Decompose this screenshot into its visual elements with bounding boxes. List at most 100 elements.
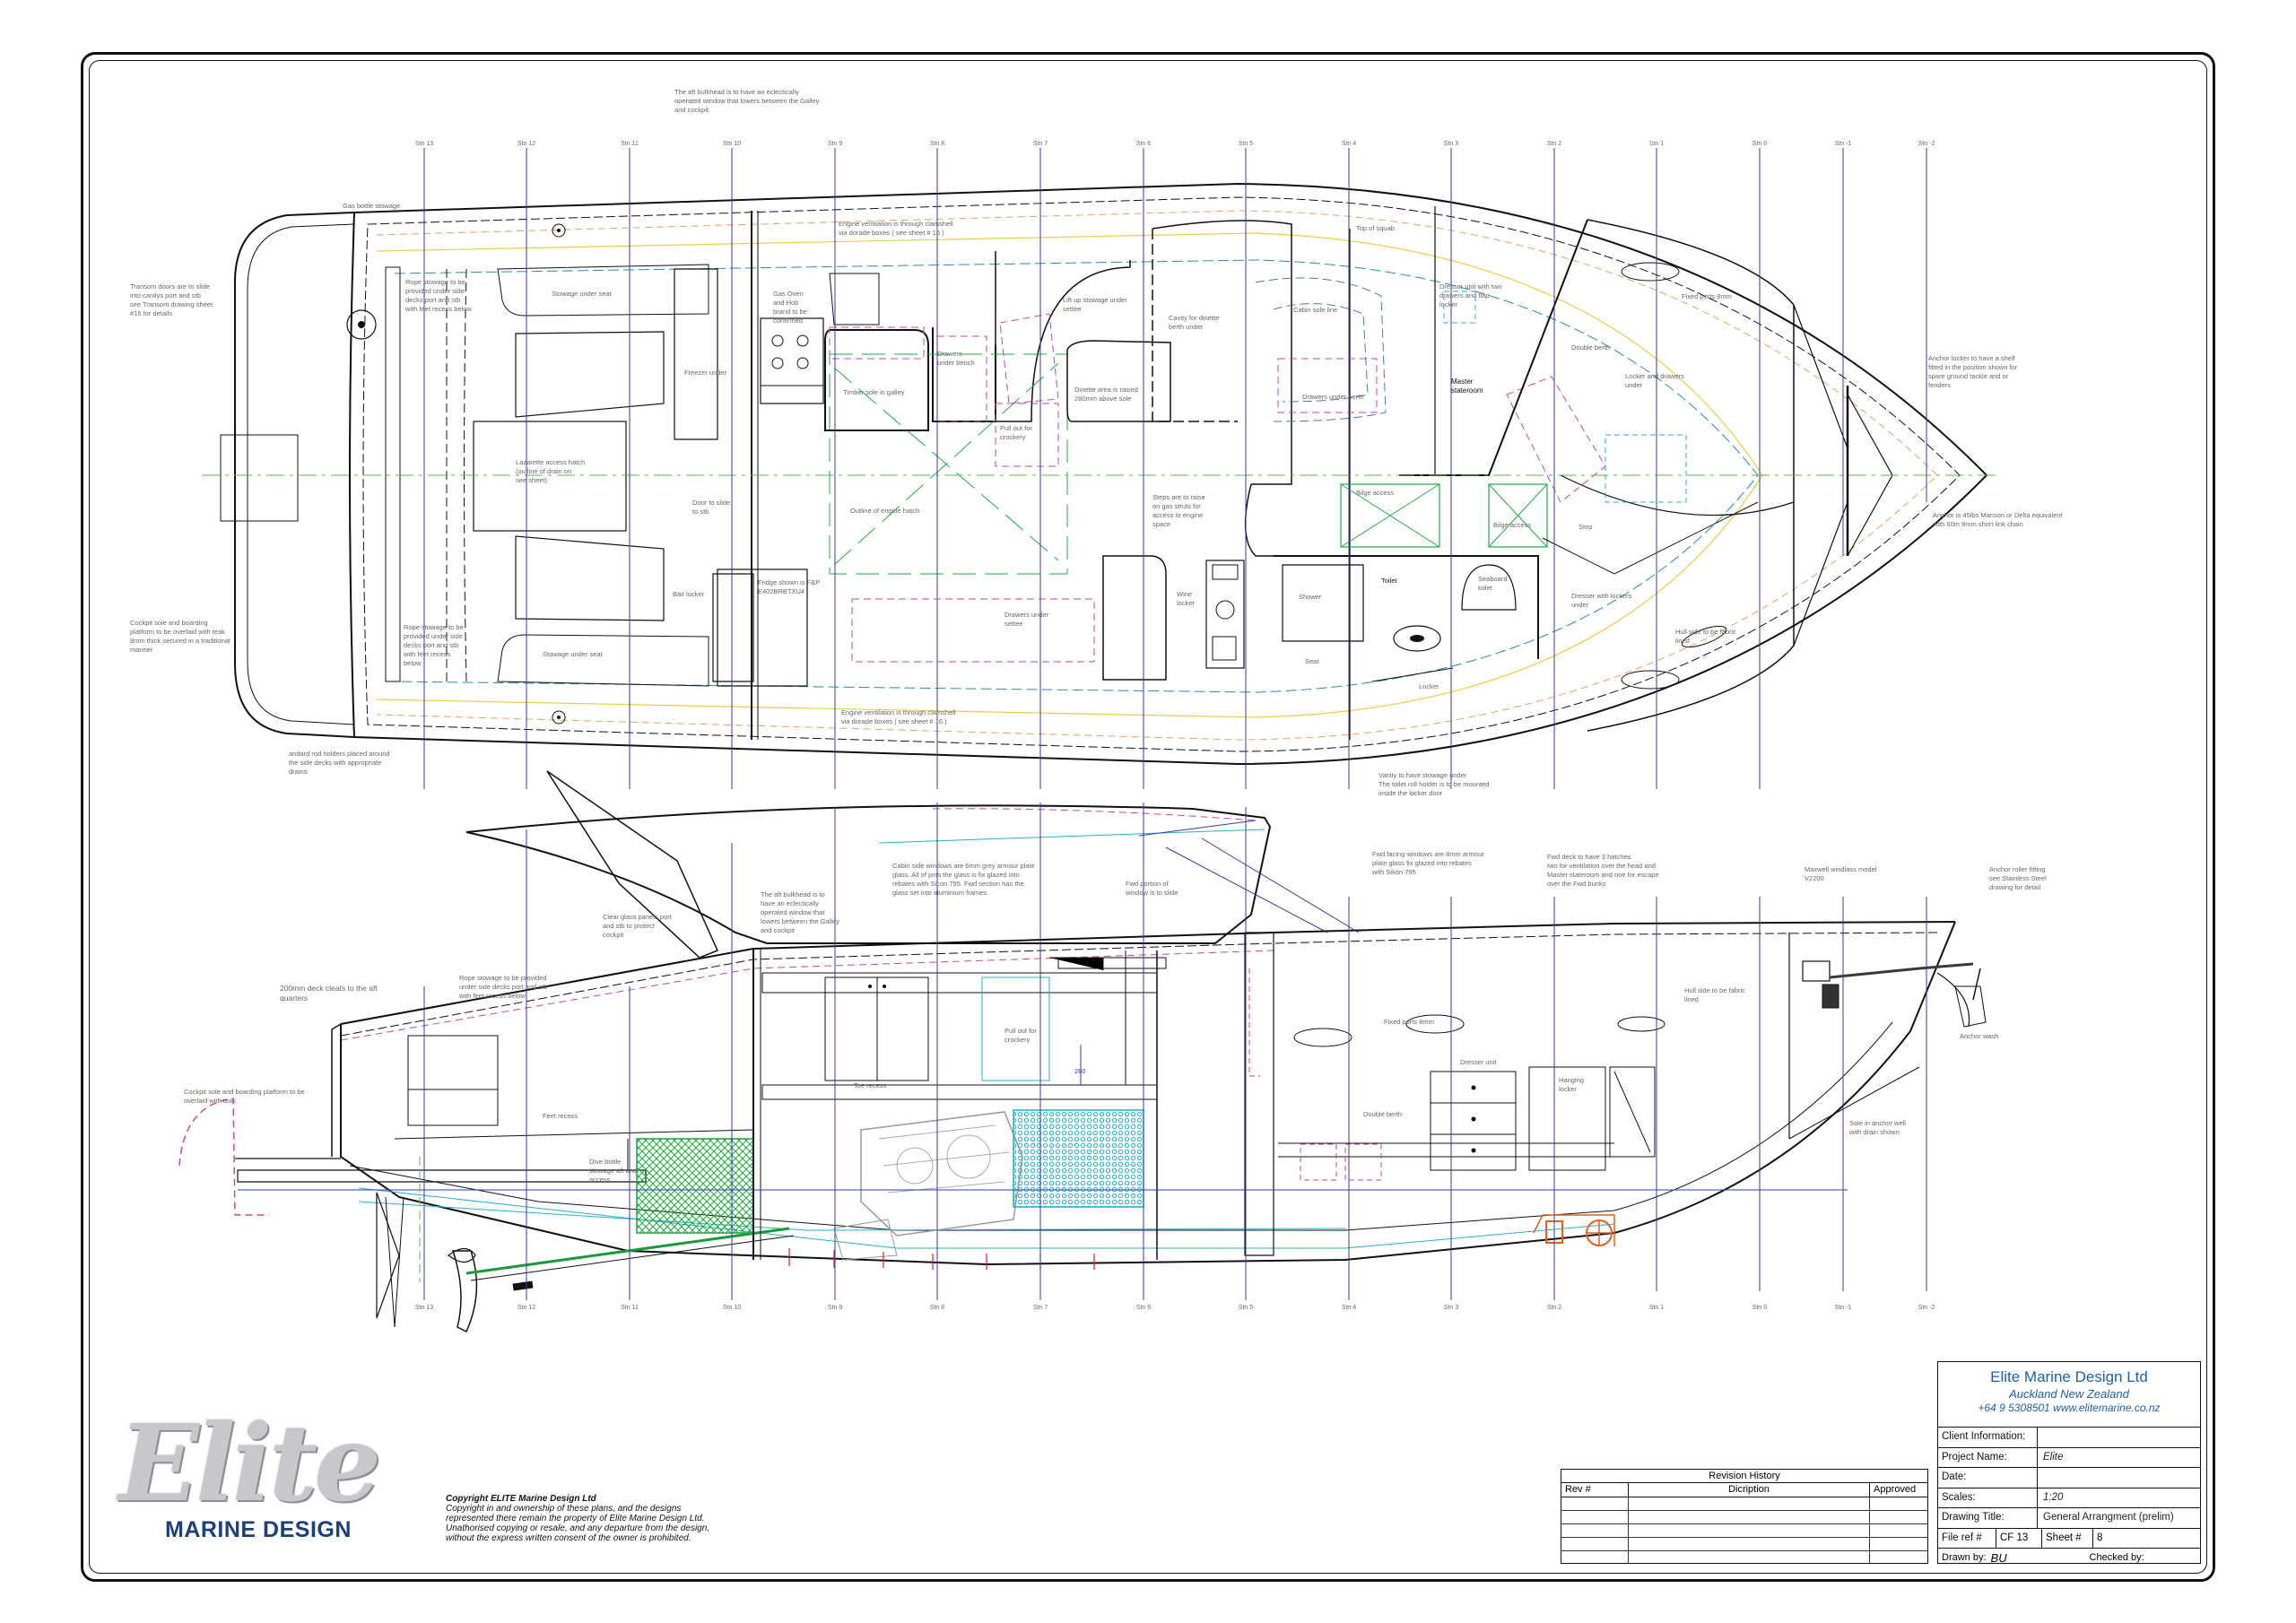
stn-label: Stn 10 [723,1305,741,1311]
drawing-title-row: Drawing Title: General Arrangment (preli… [1938,1508,2200,1529]
copyright-notice: Copyright ELITE Marine Design Ltd Copyri… [446,1494,769,1543]
svg-text:Drawers under berth: Drawers under berth [1302,393,1363,401]
rev-col-header: Rev # [1561,1483,1629,1497]
note-line: and cockpit. [674,106,710,114]
stn-label: Stn 7 [1033,141,1048,147]
stn-label: Stn 12 [517,1305,535,1311]
stn-label: Stn 3 [1444,1305,1458,1311]
stn-label: Stn 0 [1752,141,1767,147]
drawing-title-value: General Arrangment (prelim) [2043,1512,2174,1523]
sheet-border [81,52,2215,1582]
svg-text:Timber sole in galley: Timber sole in galley [843,388,905,396]
revision-row [1561,1538,1927,1551]
stn-label: Stn -1 [1835,1305,1852,1311]
svg-text:Engine ventilation is through: Engine ventilation is through clamshellv… [841,708,956,725]
profile-stations: Stn 13 Stn 12 Stn 11 Stn 10 Stn 9 Stn 8 … [415,803,1935,1311]
revision-history-table: Revision History Rev # Dicription Approv… [1561,1469,1928,1564]
revision-row [1561,1497,1927,1511]
approved-col-header: Approved [1874,1484,1917,1495]
svg-text:Step: Step [1578,523,1592,531]
stn-label: Stn 2 [1547,141,1561,147]
sheet-border-inner [89,60,2207,1574]
stn-label: Stn 11 [621,141,639,147]
stn-label: Stn 9 [828,141,842,147]
copyright-line: Copyright in and ownership of these plan… [446,1504,682,1514]
stn-label: Stn 9 [828,1305,842,1311]
file-ref-row: File ref # CF 13 Sheet # 8 [1938,1528,2200,1549]
stn-label: Stn 13 [415,1305,433,1311]
title-block: Elite Marine Design Ltd Auckland New Zea… [1937,1361,2201,1565]
svg-text:Toilet: Toilet [1381,577,1397,585]
plan-sheer-orange [376,210,1938,741]
company-header: Elite Marine Design Ltd Auckland New Zea… [1938,1362,2200,1428]
svg-text:Anchor wash: Anchor wash [1960,1032,1998,1040]
plan-view [202,182,1996,766]
revision-row [1561,1511,1927,1524]
stn-label: Stn 1 [1649,141,1664,147]
company-contact: +64 9 5308501 www.elitemarine.co.nz [1978,1402,2161,1414]
stn-label: Stn 5 [1239,1305,1253,1311]
stn-label: Stn 4 [1342,1305,1356,1311]
note-line: operated window that lowers between the … [674,97,820,105]
svg-text:Cabin side windows are 6mm gre: Cabin side windows are 6mm grey armour p… [892,862,1035,897]
svg-text:Toe recess: Toe recess [854,1081,887,1089]
svg-text:Top of squab: Top of squab [1356,224,1395,232]
stn-label: Stn 13 [415,141,433,147]
stn-label: Stn 1 [1649,1305,1664,1311]
stn-label: Stn -1 [1835,141,1852,147]
svg-text:Bilge access: Bilge access [1356,489,1394,497]
copyright-line: Unathorised copying or resale, and any d… [446,1523,710,1533]
svg-text:Seat: Seat [1305,657,1319,665]
svg-text:Locker: Locker [1419,682,1439,690]
scale-value: 1:20 [2043,1491,2064,1503]
engine [860,1111,1023,1237]
drawn-by-row: Drawn by: BU Checked by: [1938,1549,2200,1568]
svg-text:Cockpit sole and boarding plat: Cockpit sole and boarding platform to be… [184,1088,305,1105]
svg-text:Engine ventilation is through: Engine ventilation is through clamshellv… [839,220,953,237]
stn-label: Stn 7 [1033,1305,1048,1311]
drawn-by-value: BU [1990,1551,2007,1565]
company-location: Auckland New Zealand [2009,1387,2129,1401]
stn-label: Stn 8 [930,141,944,147]
propeller [451,1250,478,1333]
company-name: Elite Marine Design Ltd [1990,1368,2148,1385]
plan-notes: The aft bulkhead is to have an eclectica… [130,88,2064,797]
profile-hull [340,921,1956,1266]
svg-text:Shower: Shower [1299,593,1322,601]
stn-label: Stn 4 [1342,141,1356,147]
stn-label: Stn -2 [1918,1305,1935,1311]
date-row: Date: [1938,1468,2200,1488]
logo-subtitle: MARINE DESIGN [165,1517,352,1542]
description-col-header: Dicription [1629,1483,1870,1497]
svg-text:Outline of engine hatch: Outline of engine hatch [850,507,919,515]
